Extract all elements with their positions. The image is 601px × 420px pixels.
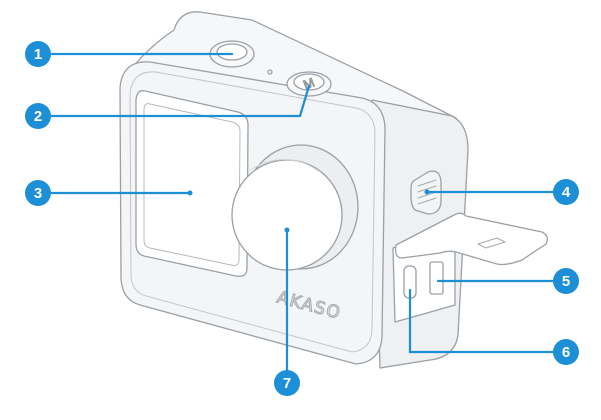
callout-2: 2 (25, 103, 51, 129)
anchor-dot-4 (424, 189, 430, 195)
leader-line-2 (36, 84, 311, 118)
callout-number: 6 (562, 344, 570, 361)
callout-number: 2 (34, 108, 42, 125)
camera-front-bezel (129, 71, 376, 353)
callout-6: 6 (553, 339, 579, 365)
shutter-button-top (216, 43, 248, 61)
callout-number: 5 (562, 273, 570, 290)
camera-illustration (119, 11, 548, 369)
camera-top-face (129, 11, 457, 119)
leader-lines (36, 52, 568, 382)
callout-number: 3 (34, 185, 42, 202)
port-door-flap (394, 212, 548, 266)
callout-badge (25, 41, 51, 67)
callout-number: 1 (34, 46, 42, 63)
callout-4: 4 (553, 179, 579, 205)
status-indicator (267, 69, 273, 75)
callout-number: 7 (283, 375, 291, 392)
callout-badge (553, 179, 579, 205)
callout-1: 1 (25, 41, 51, 67)
anchor-dot-3 (187, 190, 193, 196)
callout-5: 5 (553, 268, 579, 294)
callout-3: 3 (25, 180, 51, 206)
callout-number: 4 (562, 184, 571, 201)
callout-badge (553, 268, 579, 294)
micro-sd-slot (429, 261, 444, 295)
leader-line-6 (408, 288, 568, 354)
callout-badge (274, 370, 300, 396)
anchor-dot-7 (284, 227, 290, 233)
mode-button-top (293, 73, 325, 91)
lens-ring (249, 159, 321, 173)
callout-badge (25, 180, 51, 206)
callout-badge (25, 103, 51, 129)
front-screen-display (143, 103, 241, 266)
callout-badge (553, 339, 579, 365)
callout-7: 7 (274, 370, 300, 396)
